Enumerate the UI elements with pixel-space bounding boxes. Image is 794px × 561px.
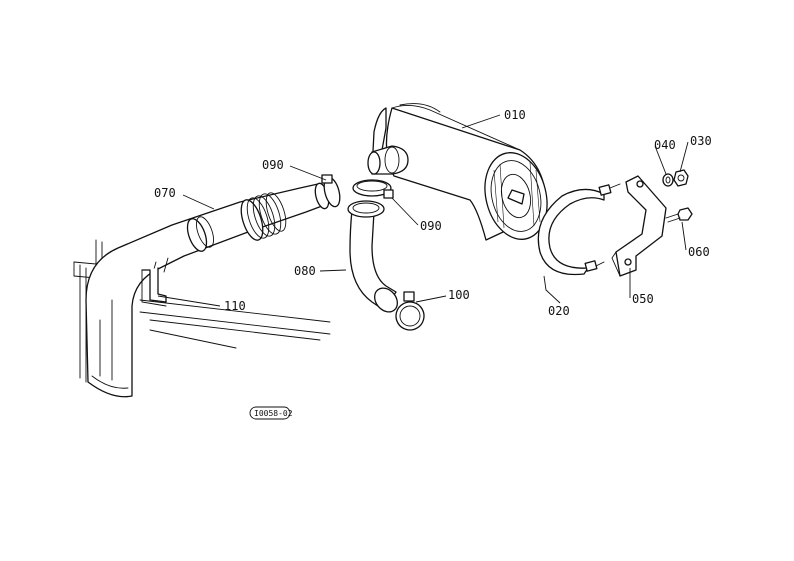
hose-clamp-090-upper [321,174,341,208]
callout-040: 040 [654,138,676,152]
leader-lines [157,114,689,307]
figure-reference: I0058-02 [249,406,293,420]
bolt-060 [665,207,693,223]
callout-080: 080 [294,264,316,278]
air-cleaner-010 [367,103,548,241]
hose-clamp-090-lower [352,179,394,199]
callout-090-upper: 090 [262,158,284,172]
figure-code: I0058-02 [254,409,293,418]
mounting-band-020 [537,183,621,276]
callout-010: 010 [504,108,526,122]
callout-labels: 010 020 030 040 050 060 070 080 090 090 … [154,108,712,318]
bracket-050 [611,175,667,277]
support-bracket-110 [141,267,167,307]
callout-100: 100 [448,288,470,302]
washer-040 [662,173,674,187]
callout-030: 030 [690,134,712,148]
callout-070: 070 [154,186,176,200]
callout-050: 050 [632,292,654,306]
elbow-hose-080 [347,200,398,313]
callout-090-lower: 090 [420,219,442,233]
hose-clamp-100 [395,291,425,331]
callout-060: 060 [688,245,710,259]
callout-110: 110 [224,299,246,313]
callout-020: 020 [548,304,570,318]
nut-030 [673,169,689,187]
intake-pipe-070 [85,182,330,398]
